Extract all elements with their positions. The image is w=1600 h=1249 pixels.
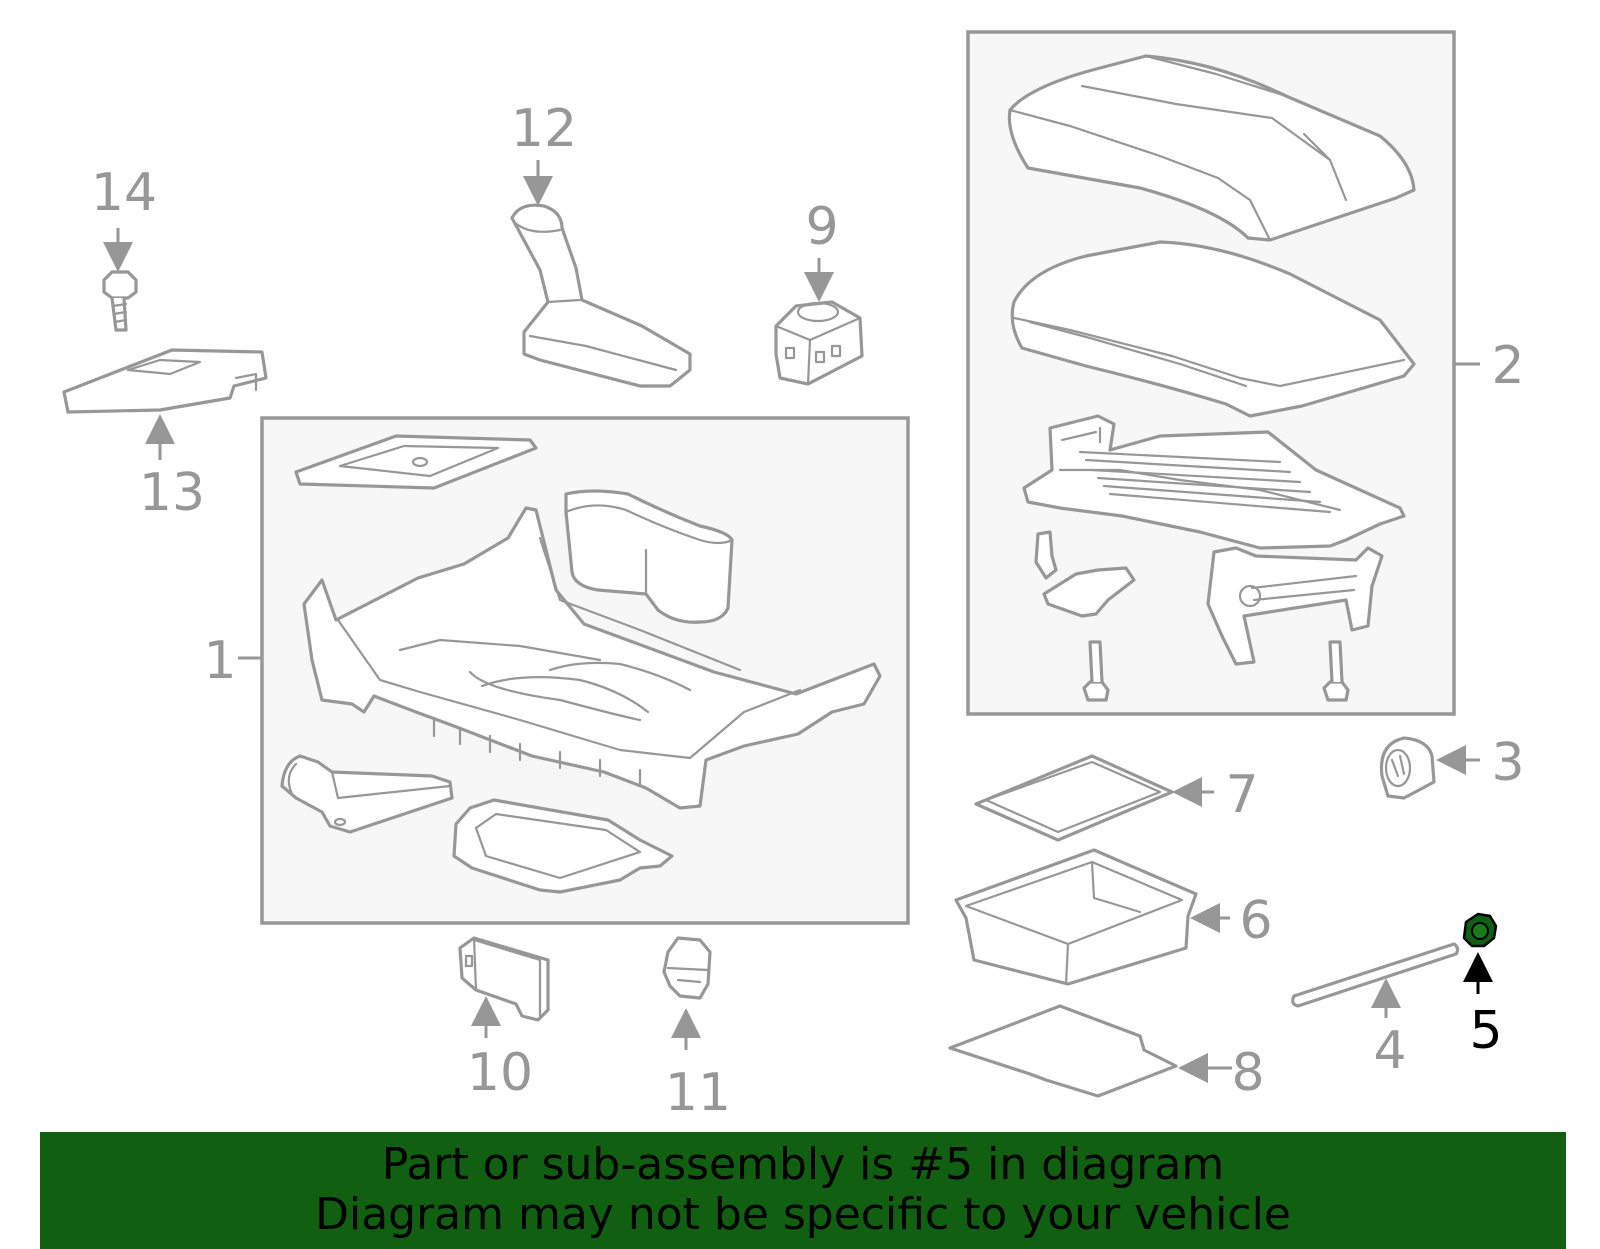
callout-3: 3 — [1491, 733, 1524, 793]
part-3-clip — [1379, 736, 1436, 800]
part-9-switch — [774, 300, 864, 386]
callout-6: 6 — [1239, 891, 1272, 951]
part-5-highlighted-clip — [1462, 912, 1498, 948]
callout-11: 11 — [665, 1063, 731, 1123]
callout-14: 14 — [91, 163, 157, 223]
callout-8: 8 — [1231, 1043, 1264, 1103]
callout-9: 9 — [805, 197, 838, 257]
exploded-parts-diagram: 14 13 12 9 1 2 3 7 6 8 4 5 10 11 — [62, 30, 1525, 1123]
callout-12: 12 — [511, 99, 577, 159]
leader-lines — [103, 160, 1493, 1083]
part-6-storage-tray — [954, 848, 1198, 986]
part-1-console-assembly — [280, 434, 882, 894]
callout-1: 1 — [203, 631, 236, 691]
banner-line-part: Part or sub-assembly is #5 in diagram — [381, 1139, 1225, 1190]
part-14-bolt — [102, 270, 138, 332]
callout-5: 5 — [1469, 1001, 1502, 1061]
callout-10: 10 — [467, 1043, 533, 1103]
part-2-armrest-assembly — [1007, 54, 1416, 702]
part-4-rod — [1291, 942, 1460, 1008]
callout-2: 2 — [1491, 336, 1524, 396]
callout-7: 7 — [1225, 765, 1258, 825]
part-10-bracket — [458, 936, 550, 1022]
part-13-tray-panel — [62, 348, 268, 414]
part-7-mat — [974, 754, 1174, 842]
part-8-liner — [948, 1004, 1178, 1098]
banner-line-disclaimer: Diagram may not be specific to your vehi… — [315, 1189, 1291, 1240]
part-11-switch — [662, 936, 712, 1000]
info-banner: Part or sub-assembly is #5 in diagram Di… — [40, 1132, 1566, 1249]
callout-13: 13 — [139, 463, 205, 523]
callout-4: 4 — [1373, 1021, 1406, 1081]
callout-labels: 14 13 12 9 1 2 3 7 6 8 4 5 10 11 — [91, 99, 1525, 1123]
part-12-shift-knob — [510, 203, 692, 388]
